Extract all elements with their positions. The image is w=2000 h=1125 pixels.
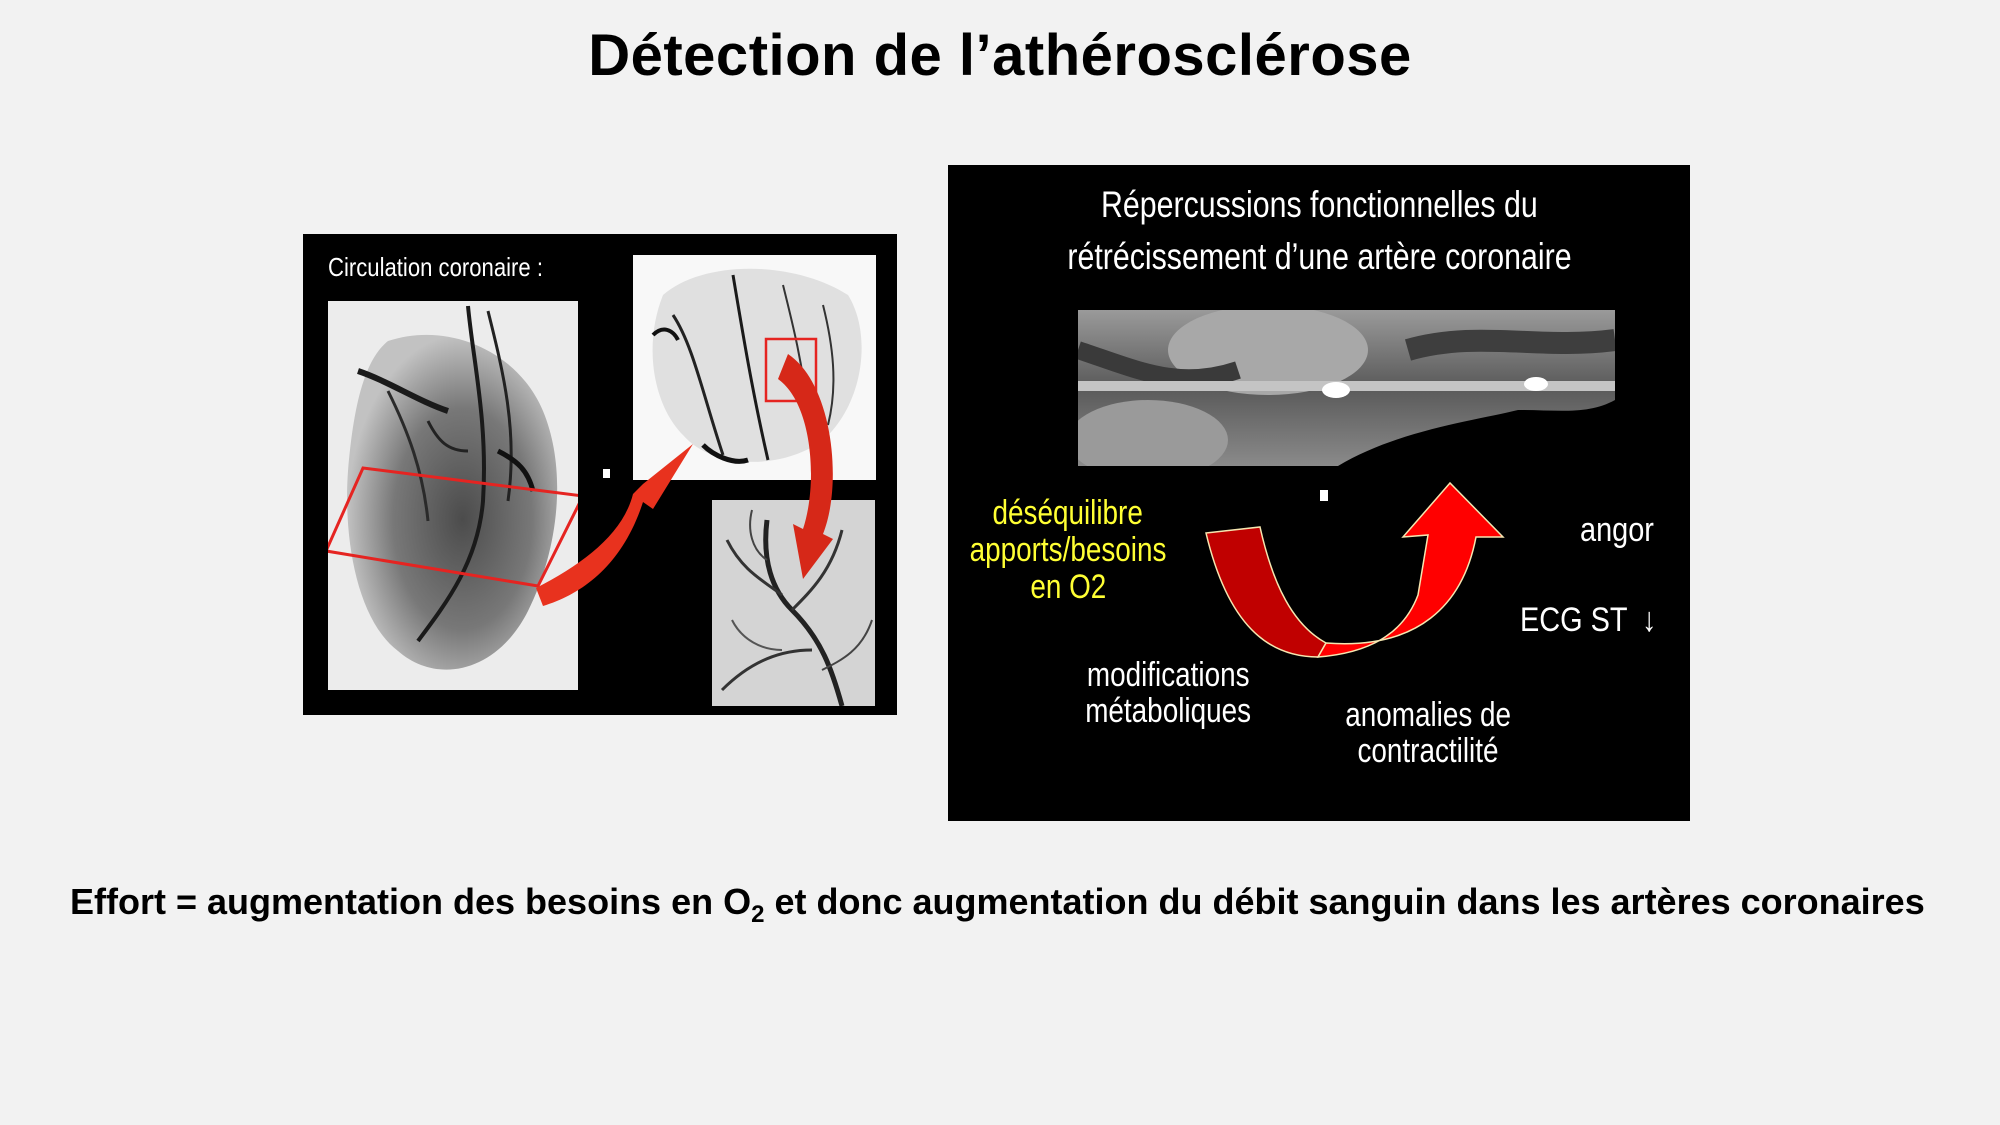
contractility-label: anomalies de contractilité <box>1318 697 1538 769</box>
imbalance-label: déséquilibre apports/besoins en O2 <box>948 495 1188 606</box>
effort-text-part1: Effort = augmentation des besoins en O <box>70 881 752 922</box>
arrow-down-icon: ↓ <box>1641 601 1657 639</box>
microvasculature-detail-image <box>712 500 875 706</box>
effort-explanation-text: Effort = augmentation des besoins en O2 … <box>70 876 1950 928</box>
slide-title: Détection de l’athérosclérose <box>588 23 1412 88</box>
figure-title-line1: Répercussions fonctionnelles du <box>1100 184 1538 225</box>
ecg-st-label: ECG ST ↓ <box>1520 601 1656 640</box>
cycle-arrow <box>1205 481 1505 658</box>
imbalance-line1: déséquilibre <box>992 494 1144 532</box>
metabolic-line2: métaboliques <box>1085 692 1251 730</box>
contractility-line2: contractilité <box>1357 732 1499 770</box>
figure-caption: Circulation coronaire : <box>328 252 543 282</box>
contractility-line1: anomalies de <box>1345 696 1511 734</box>
o2-subscript: 2 <box>751 901 765 928</box>
marker-square <box>603 469 610 478</box>
imbalance-line2: apports/besoins <box>969 531 1167 569</box>
ecg-st-text: ECG ST <box>1520 601 1628 639</box>
functional-repercussions-figure: Répercussions fonctionnelles du rétrécis… <box>948 165 1690 821</box>
heart-angiogram-image <box>328 301 578 690</box>
metabolic-label: modifications métaboliques <box>1058 657 1278 729</box>
figure-title: Répercussions fonctionnelles du rétrécis… <box>948 179 1690 283</box>
angor-label: angor <box>1580 511 1654 549</box>
imbalance-line3: en O2 <box>1030 568 1106 606</box>
metabolic-line1: modifications <box>1086 656 1250 694</box>
marker-square <box>1320 490 1328 501</box>
coronary-circulation-figure: Circulation coronaire : <box>303 234 897 715</box>
coronary-ct-image <box>1078 310 1615 466</box>
curved-arrows <box>536 354 833 606</box>
effort-text-part2: et donc augmentation du débit sanguin da… <box>764 881 1925 922</box>
figure-title-line2: rétrécissement d’une artère coronaire <box>1066 236 1572 277</box>
